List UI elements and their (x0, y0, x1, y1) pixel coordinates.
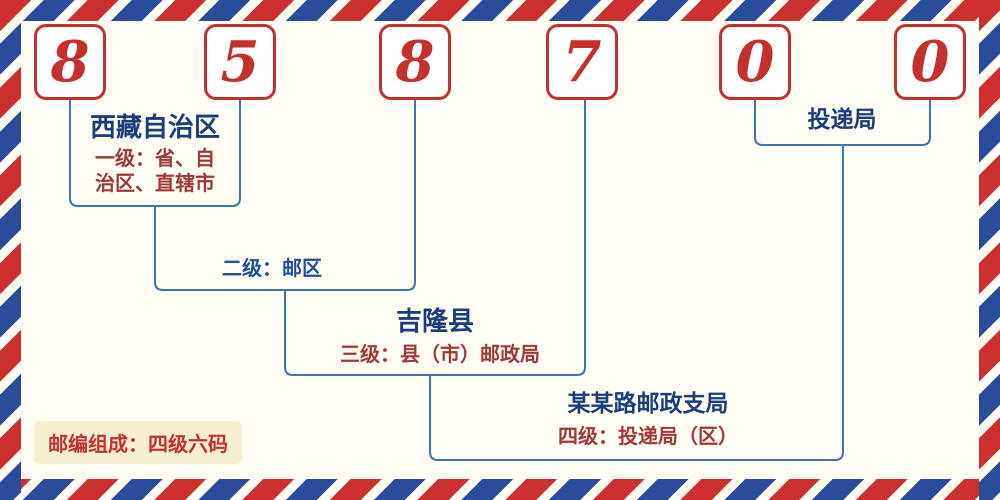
level4-branch-name: 某某路邮政支局 (567, 391, 729, 417)
digit-box-6: 0 (894, 24, 966, 100)
connector-level4-step (429, 145, 844, 461)
digit-2: 5 (220, 29, 260, 95)
postal-code-composition-note: 邮编组成：四级六码 (34, 421, 242, 464)
airmail-border-left (0, 0, 21, 500)
digit-box-4: 7 (546, 24, 618, 100)
level1-description: 一级：省、自治区、直辖市 (95, 146, 215, 195)
digit-box-5: 0 (719, 24, 791, 100)
level3-description: 三级：县（市）邮政局 (340, 342, 540, 366)
airmail-border-top (0, 0, 1000, 21)
delivery-office-label: 投递局 (807, 107, 877, 133)
connector-level56-bracket (754, 100, 931, 146)
connector-level3-step (284, 100, 586, 376)
digit-box-1: 8 (34, 24, 106, 100)
digit-4: 7 (562, 29, 602, 95)
level1-region-name: 西藏自治区 (89, 113, 221, 143)
digit-3: 8 (395, 29, 435, 95)
digit-6: 0 (910, 29, 950, 95)
digit-box-2: 5 (204, 24, 276, 100)
digit-5: 0 (735, 29, 775, 95)
airmail-border-right (979, 0, 1000, 500)
airmail-border-bottom (0, 479, 1000, 500)
level2-description: 二级：邮区 (222, 256, 322, 280)
level3-county-name: 吉隆县 (395, 307, 475, 337)
level4-description: 四级：投递局（区） (558, 424, 738, 448)
digit-1: 8 (50, 29, 90, 95)
digit-box-3: 8 (379, 24, 451, 100)
